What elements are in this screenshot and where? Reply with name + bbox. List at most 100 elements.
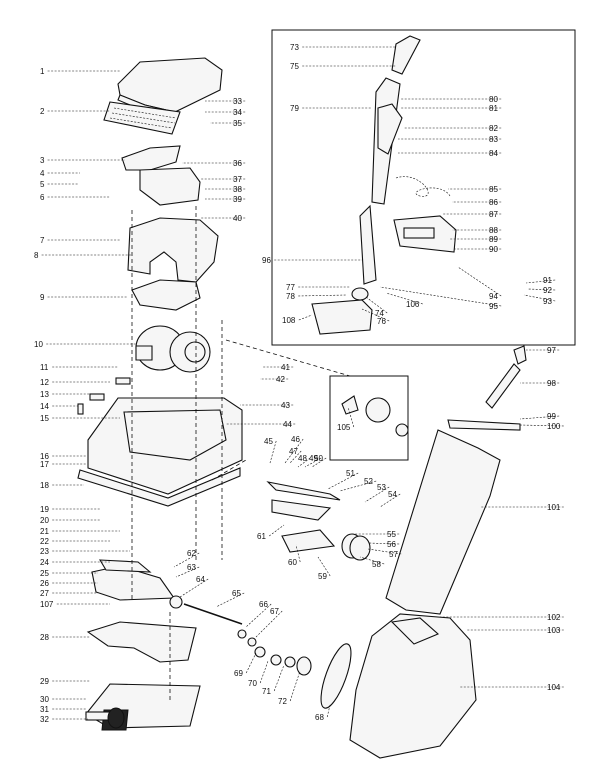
callout-49: 49 (304, 454, 322, 468)
alignment-guides (131, 206, 351, 700)
callout-11: 11 (40, 363, 118, 372)
callout-28: 28 (40, 633, 90, 642)
callout-26: 26 (40, 579, 98, 588)
callout-leader-line (298, 294, 347, 297)
callout-leader-line (175, 566, 200, 578)
callout-label: 6 (40, 193, 45, 202)
callout-label: 85 (489, 185, 498, 194)
upper-housing-part (121, 145, 201, 206)
callout-label: 64 (196, 575, 205, 584)
callout-96: 96 (262, 256, 362, 265)
callout-85: 85 (448, 185, 502, 194)
callout-47: 47 (289, 447, 302, 464)
callout-43: 43 (240, 401, 294, 410)
grille-part (103, 101, 181, 135)
callout-65: 65 (215, 589, 245, 608)
callout-label: 68 (315, 713, 324, 722)
callout-27: 27 (40, 589, 98, 598)
handle-base-part (311, 287, 373, 335)
callout-label: 108 (282, 316, 296, 325)
callout-label: 60 (288, 558, 297, 567)
callout-91: 91 (525, 276, 556, 285)
callout-104: 104 (460, 683, 564, 692)
callout-57: 57 (367, 548, 402, 559)
callout-46: 46 (284, 435, 304, 464)
callout-22: 22 (40, 537, 110, 546)
callout-100: 100 (519, 422, 564, 431)
callout-label: 97 (547, 346, 556, 355)
callout-4: 4 (40, 169, 80, 178)
cord-switch-part (393, 176, 457, 253)
callout-label: 81 (489, 104, 498, 113)
callout-label: 35 (233, 119, 242, 128)
callout-label: 94 (489, 292, 498, 301)
nozzle-base-part (85, 683, 201, 731)
callout-leader-line (245, 652, 257, 674)
callout-leader-line (284, 438, 304, 464)
callout-label: 63 (187, 563, 196, 572)
callout-label: 45 (264, 437, 273, 446)
callout-label: 3 (40, 156, 45, 165)
callout-25: 25 (40, 569, 98, 578)
callout-leader-line (379, 493, 401, 508)
callout-label: 30 (40, 695, 49, 704)
callout-label: 93 (543, 297, 552, 306)
callout-label: 77 (286, 283, 295, 292)
callout-6: 6 (40, 193, 110, 202)
callout-93: 93 (523, 294, 556, 306)
callout-leader-line (523, 294, 556, 302)
callout-label: 10 (34, 340, 43, 349)
callout-label: 59 (318, 572, 327, 581)
callout-leader-line (289, 670, 301, 702)
callout-3: 3 (40, 156, 125, 165)
callout-leader-line (379, 286, 502, 307)
callout-leader-line (269, 524, 285, 537)
callout-leader-line (365, 296, 388, 314)
callout-12: 12 (40, 378, 110, 387)
callout-67: 67 (255, 607, 283, 638)
axle-part (169, 595, 243, 625)
callout-label: 16 (40, 452, 49, 461)
callout-84: 84 (398, 149, 502, 158)
callout-label: 51 (346, 469, 355, 478)
callout-35: 35 (210, 119, 246, 128)
callout-label: 89 (489, 235, 498, 244)
callout-87: 87 (442, 210, 502, 219)
callout-leader-line (269, 440, 277, 464)
callout-2: 2 (40, 107, 110, 116)
callout-label: 95 (489, 302, 498, 311)
callout-label: 36 (233, 159, 242, 168)
callout-72: 72 (278, 670, 301, 706)
callout-17: 17 (40, 460, 86, 469)
callout-51: 51 (327, 469, 359, 490)
callout-label: 43 (281, 401, 290, 410)
callout-leader-line (259, 660, 269, 684)
callout-75: 75 (290, 62, 396, 71)
callout-label: 61 (257, 532, 266, 541)
callout-label: 20 (40, 516, 49, 525)
callout-leader-line (289, 450, 302, 464)
callout-97: 97 (526, 346, 560, 355)
callout-38: 38 (205, 185, 246, 194)
callout-leader-line (297, 457, 311, 468)
callout-label: 55 (387, 530, 396, 539)
callout-63: 63 (175, 563, 200, 578)
callout-label: 26 (40, 579, 49, 588)
callout-label: 32 (40, 715, 49, 724)
callout-label: 106 (406, 300, 420, 309)
callout-101: 101 (480, 503, 564, 512)
callout-label: 79 (290, 104, 299, 113)
callout-label: 5 (40, 180, 45, 189)
bag-hanger-part (447, 419, 521, 431)
callout-label: 4 (40, 169, 45, 178)
callout-leader-line (245, 603, 272, 628)
callout-label: 75 (290, 62, 299, 71)
callout-16: 16 (40, 452, 86, 461)
callout-label: 18 (40, 481, 49, 490)
callout-leader-line (295, 544, 301, 563)
callout-24: 24 (40, 558, 110, 567)
callout-label: 7 (40, 236, 45, 245)
callout-58: 58 (359, 556, 385, 569)
wheel-part (341, 533, 371, 561)
callout-label: 12 (40, 378, 49, 387)
